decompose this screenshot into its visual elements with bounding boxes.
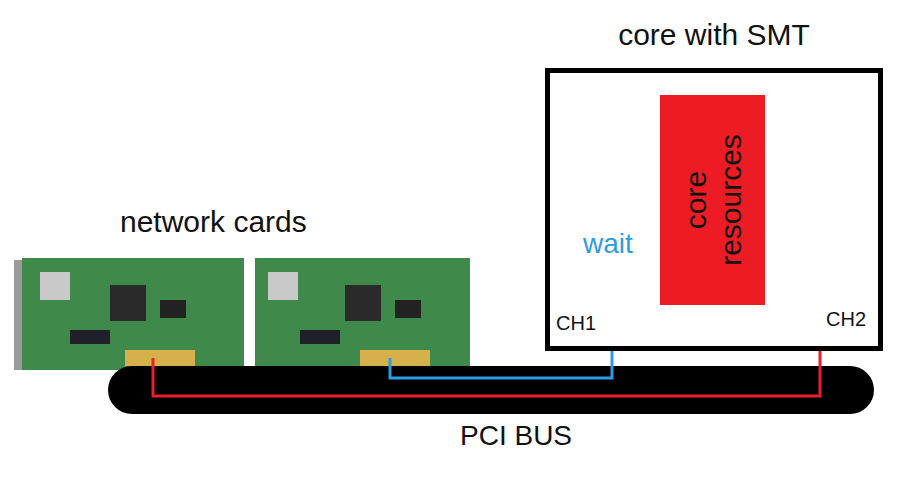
bus-label: PCI BUS: [460, 420, 572, 452]
network-card: [14, 258, 244, 370]
cards-label: network cards: [120, 205, 307, 240]
box-text: core resources: [678, 125, 747, 275]
network-card: [255, 258, 470, 370]
box-title: core with SMT: [550, 18, 878, 53]
pci-bus-bar: [108, 366, 874, 414]
channel-label: CH1: [556, 312, 596, 335]
wait-label: wait: [583, 228, 633, 260]
core-resources-box: core resources: [660, 95, 765, 305]
channel-label: CH2: [826, 308, 866, 331]
